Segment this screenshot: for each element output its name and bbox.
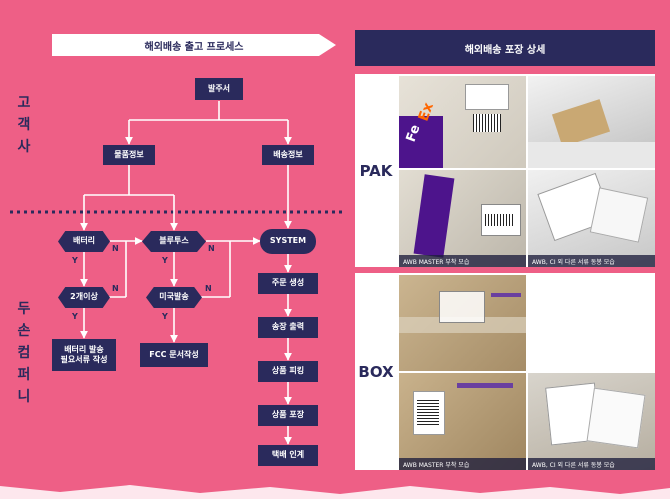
- label-us-y: Y: [162, 312, 168, 321]
- pak-label: PAK: [359, 161, 393, 180]
- label-bluetooth-y: Y: [162, 256, 168, 265]
- box-caption-awb: AWB MASTER 부착 모습: [399, 458, 526, 470]
- label-bluetooth-n: N: [208, 244, 215, 253]
- side-label-customer: 고 객 사: [17, 95, 31, 155]
- box-caption-docs: AWB, CI 외 다른 서류 동봉 모습: [528, 458, 655, 470]
- node-create-order: 주문 생성: [258, 273, 318, 294]
- pak-caption-awb: AWB MASTER 부착 모습: [399, 255, 526, 267]
- node-handover: 택배 인계: [258, 445, 318, 466]
- node-system: SYSTEM: [260, 229, 316, 254]
- pak-photo-4: AWB, CI 외 다른 서류 동봉 모습: [528, 170, 655, 267]
- label-battery-n: N: [112, 244, 119, 253]
- node-picking: 상품 피킹: [258, 361, 318, 382]
- node-product-info: 물품정보: [103, 145, 155, 165]
- node-fcc-docs: FCC 문서작성: [140, 343, 208, 367]
- pak-photo-3: AWB MASTER 부착 모습: [399, 170, 526, 267]
- label-two-n: N: [112, 284, 119, 293]
- label-battery-y: Y: [72, 256, 78, 265]
- label-two-y: Y: [72, 312, 78, 321]
- pak-caption-docs: AWB, CI 외 다른 서류 동봉 모습: [528, 255, 655, 267]
- node-us-shipping: 미국발송: [146, 287, 202, 308]
- box-photo-1: [399, 275, 526, 371]
- box-label: BOX: [358, 362, 394, 381]
- node-bluetooth: 블루투스: [142, 231, 206, 252]
- node-battery: 배터리: [58, 231, 110, 252]
- node-print-invoice: 송장 출력: [258, 317, 318, 338]
- node-order: 발주서: [195, 78, 243, 100]
- node-two-or-more: 2개이상: [58, 287, 110, 308]
- side-label-company: 두 손 컴 퍼 니: [17, 301, 31, 405]
- box-photo-2: AWB MASTER 부착 모습: [399, 373, 526, 470]
- node-packing: 상품 포장: [258, 405, 318, 426]
- node-battery-docs: 배터리 발송 필요서류 작성: [52, 339, 116, 371]
- box-photo-3: AWB, CI 외 다른 서류 동봉 모습: [528, 373, 655, 470]
- packaging-title-banner: 해외배송 포장 상세: [355, 30, 655, 66]
- process-title-banner: 해외배송 출고 프로세스: [52, 34, 336, 56]
- pak-photo-1: Fe Ex: [399, 76, 526, 168]
- node-shipping-info: 배송정보: [262, 145, 314, 165]
- label-us-n: N: [205, 284, 212, 293]
- pak-photo-2: [528, 76, 655, 168]
